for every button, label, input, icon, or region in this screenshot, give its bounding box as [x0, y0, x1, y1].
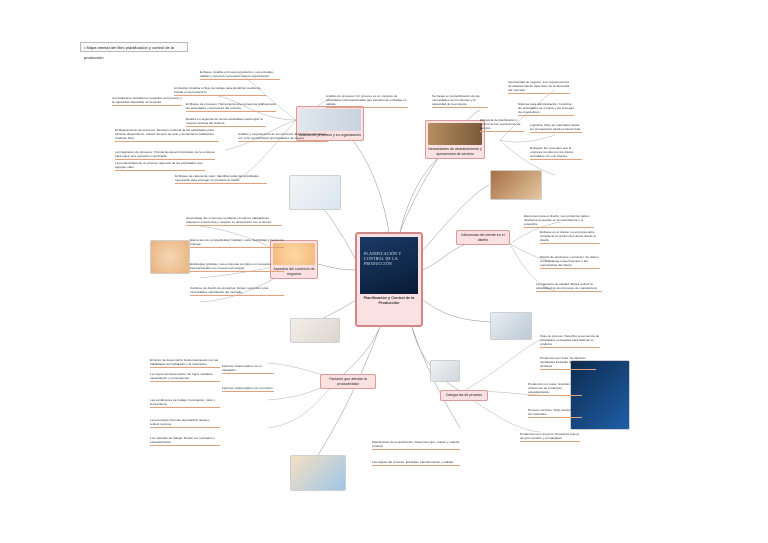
central-topic-label: Planificación y Control de la Producción	[363, 296, 415, 305]
note-19: Elementos de competitividad: Calidad, co…	[190, 238, 284, 249]
central-topic[interactable]: PLANIFICACIÓN Y CONTROL DE LA PRODUCCIÓN…	[355, 232, 423, 327]
note-37: Producción por proyecto: Productos único…	[520, 432, 580, 443]
note-4: El Mapeo de procesos: Herramienta que re…	[186, 102, 276, 113]
document-title: • Mapa mental del libro planificación y …	[80, 42, 188, 60]
topic-analisis-procesos[interactable]: Análisis de procesos y su organización	[296, 106, 364, 141]
note-25: La ingeniería de calidad: Busca reducir …	[536, 282, 602, 293]
note-22: Elementos para el diseño: Los productos …	[524, 214, 594, 229]
team-photo-image	[299, 109, 361, 131]
workshop-photo-image	[490, 170, 542, 200]
network-illustration-image	[570, 360, 630, 430]
note-24: Diseño de productos y servicios: Se debe…	[540, 255, 600, 270]
process-diagram-image	[430, 360, 460, 382]
topic-abastecimiento[interactable]: Necesidades de abastecimiento y operacio…	[425, 120, 485, 160]
topic-label: Influencias del cliente en el diseño	[461, 233, 505, 242]
note-8: La productividad de un proceso depende d…	[115, 161, 205, 172]
note-38: Planificación de la producción: Determin…	[372, 440, 460, 451]
note-14: Sistema para administración: Coordina la…	[518, 102, 574, 117]
note-39: Las etapas del proceso: Entradas, transf…	[372, 460, 460, 467]
note-11: Análisis de procesos: Un proceso es un c…	[326, 94, 408, 109]
note-33: Flujo de proceso: Describe la secuencia …	[540, 334, 600, 349]
book-cover-image: PLANIFICACIÓN Y CONTROL DE LA PRODUCCIÓN	[360, 237, 418, 294]
digital-illustration-image	[490, 312, 532, 340]
note-15: Logística: Flujo de materiales desde los…	[530, 123, 582, 134]
note-34: Producción por lotes: Se fabrican cantid…	[540, 356, 596, 371]
note-31: Factores relacionados con el trabajador	[222, 364, 274, 375]
note-1: Enfoque: Analiza el proceso productivo, …	[200, 70, 280, 81]
topic-label: Análisis de procesos y su organización	[299, 133, 361, 137]
note-13: Oportunidad de negocio: Los requerimient…	[508, 80, 570, 95]
topic-productividad[interactable]: Factores que afectan la productividad	[320, 374, 376, 390]
note-30: Los métodos de trabajo: Deben ser revisa…	[150, 436, 220, 447]
topic-categorias-proceso[interactable]: Categorías de proceso	[440, 390, 488, 401]
note-18: Aprendizaje: Es el proceso mediante el c…	[186, 216, 282, 227]
note-3: Al inicializarse: Estudia los requisitos…	[112, 96, 182, 107]
note-23: Enfoque en el cliente: La empresa debe c…	[540, 230, 600, 245]
warehouse-photo-image	[428, 123, 482, 145]
topic-influencias-cliente[interactable]: Influencias del cliente en el diseño	[456, 230, 510, 246]
note-28: Las condiciones de trabajo: Iluminación,…	[150, 398, 220, 409]
topic-label: Necesidades de abastecimiento y operacio…	[428, 147, 482, 156]
note-10: Análisis y mejoramiento de los procesos:…	[238, 132, 328, 143]
note-27: La mejora del desempeño: Se logra median…	[150, 372, 220, 383]
note-7: La Integración de procesos: Vincula las …	[115, 150, 215, 161]
productivity-illustration-image	[290, 455, 346, 491]
note-35: Producción en masa: Grandes volúmenes de…	[528, 382, 582, 397]
note-32: Factores relacionados con el entorno	[222, 386, 274, 393]
topic-label: Aspectos del comercio de negocios	[273, 267, 315, 276]
note-9: El Mapeo de cadena de valor: Identifica …	[175, 174, 267, 185]
business-people-image	[273, 243, 315, 265]
brain-illustration-image	[150, 240, 190, 274]
note-12: Se basan en la planificación de las nece…	[432, 94, 488, 109]
teamwork-illustration-image	[289, 175, 341, 210]
note-16: Entregas: Es necesario que la empresa cu…	[530, 146, 582, 161]
note-29: La tecnología: Permite automatizar tarea…	[150, 418, 220, 429]
topic-label: Factores que afectan la productividad	[329, 377, 367, 386]
book-cover-title: PLANIFICACIÓN Y CONTROL DE LA PRODUCCIÓN	[364, 251, 402, 266]
note-26: El factor de desempeño: Está relacionado…	[150, 358, 220, 369]
topic-label: Categorías de proceso	[445, 393, 483, 397]
note-21: Cambios de diseño de productos: Deben re…	[190, 286, 284, 297]
note-6: El Mejoramiento de procesos: Revisión co…	[115, 128, 219, 143]
note-36: Proceso continuo: Flujo ininterrumpido d…	[528, 408, 582, 419]
note-5: Realiza un seguimiento de las actividade…	[186, 117, 266, 128]
office-photo-image	[290, 318, 340, 343]
note-20: Estrategias globales: Las empresas compi…	[190, 262, 284, 273]
topic-comercio[interactable]: Aspectos del comercio de negocios	[270, 240, 318, 280]
note-17: Eficiencia de planificación y control de…	[480, 118, 524, 133]
note-2: Al diseñar: Analizar el flujo de trabajo…	[174, 86, 266, 97]
